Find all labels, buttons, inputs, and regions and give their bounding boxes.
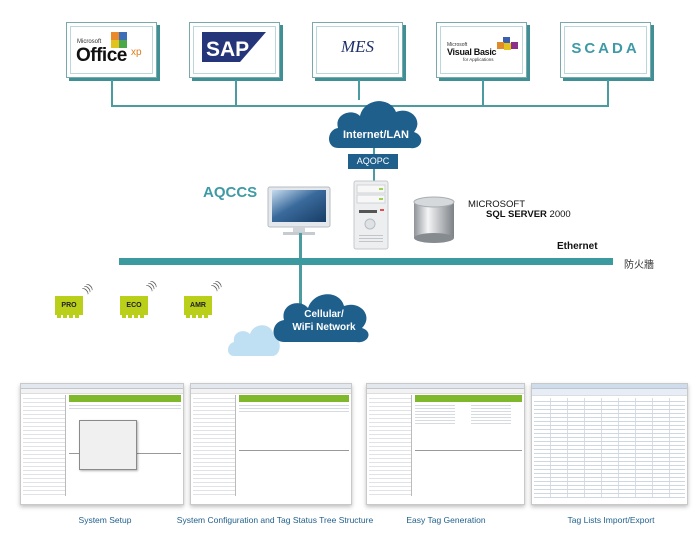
caption-system-setup: System Setup xyxy=(78,515,132,525)
office-microsoft-text: Microsoft xyxy=(77,39,102,45)
ethernet-bus-line xyxy=(119,258,613,265)
app-sap: SAP xyxy=(189,22,280,78)
internet-cloud-icon xyxy=(329,101,422,149)
tree-panel xyxy=(23,395,66,496)
spreadsheet-grid xyxy=(534,398,685,498)
panel-header xyxy=(69,395,181,402)
aqccs-label: AQCCS xyxy=(203,184,258,201)
device-eco: ECO xyxy=(120,296,148,318)
database-vendor-label: MICROSOFT xyxy=(468,199,525,210)
window-toolbar xyxy=(21,389,183,394)
screenshot-easy-tag-generation xyxy=(366,383,525,505)
app-office-xp: Microsoft Office xp xyxy=(66,22,157,78)
panel-divider xyxy=(415,450,522,451)
sap-logo-text: SAP xyxy=(206,38,249,61)
monitor-icon xyxy=(267,186,331,235)
window-titlebar xyxy=(191,384,351,389)
app-scada: SCADA xyxy=(560,22,651,78)
connector-sap xyxy=(235,80,237,106)
scada-label: SCADA xyxy=(571,40,640,57)
tag-list-left xyxy=(415,403,455,425)
screenshot-tag-lists-import-export xyxy=(531,383,688,505)
connector-mes xyxy=(358,80,360,100)
device-pins xyxy=(122,315,146,318)
cellular-cloud-line2: WiFi Network xyxy=(292,322,356,333)
table-rows xyxy=(69,403,181,409)
device-pro: PRO xyxy=(55,296,83,318)
tree-panel xyxy=(193,395,236,496)
window-toolbar xyxy=(367,389,524,394)
light-cloud-icon xyxy=(228,325,280,356)
device-eco-label: ECO xyxy=(126,302,142,309)
device-pins xyxy=(57,315,81,318)
office-xp-text: xp xyxy=(131,47,142,58)
cellular-cloud-line1: Cellular/ xyxy=(304,309,344,320)
ethernet-label: Ethernet xyxy=(557,241,598,252)
device-amr: AMR xyxy=(184,296,212,318)
wireless-signal-icon: ))) xyxy=(80,281,95,295)
database-icon xyxy=(413,196,455,243)
panel-header xyxy=(415,395,522,402)
panel-divider xyxy=(239,450,349,451)
office-wordmark: Office xyxy=(76,45,127,66)
cellular-cloud-label: Cellular/ WiFi Network xyxy=(282,308,366,334)
internet-cloud-label: Internet/LAN xyxy=(343,129,409,141)
window-titlebar xyxy=(21,384,183,389)
window-titlebar xyxy=(367,384,524,389)
app-vba: Microsoft Visual Basic for Applications xyxy=(436,22,527,78)
caption-system-configuration: System Configuration and Tag Status Tree… xyxy=(176,515,374,525)
vba-wordmark: Visual Basic xyxy=(447,47,497,57)
client-to-cellular-line xyxy=(299,233,302,325)
application-bus-line xyxy=(111,105,609,107)
sap-logo: SAP xyxy=(202,32,266,62)
cellular-cloud-icon xyxy=(273,294,369,343)
app-mes: MES xyxy=(312,22,403,78)
database-product-label: SQL SERVER 2000 xyxy=(486,209,571,220)
wireless-signal-icon: ))) xyxy=(209,278,224,292)
vba-cubes-icon xyxy=(497,37,518,50)
table-rows xyxy=(239,403,349,412)
window-toolbar xyxy=(191,389,351,394)
firewall-label: 防火牆 xyxy=(624,260,654,271)
window-titlebar xyxy=(532,384,687,389)
tag-list-right xyxy=(471,403,511,425)
wireless-signal-icon: ))) xyxy=(144,278,159,292)
vba-microsoft-text: Microsoft xyxy=(447,42,468,48)
screenshot-system-configuration xyxy=(190,383,352,505)
mes-label: MES xyxy=(340,37,375,56)
connector-scada xyxy=(607,80,609,106)
settings-dialog xyxy=(79,420,137,470)
database-product-name: SQL SERVER xyxy=(486,209,547,220)
connector-vba xyxy=(482,80,484,106)
device-pro-label: PRO xyxy=(61,302,77,309)
caption-tag-lists-import-export: Tag Lists Import/Export xyxy=(567,515,655,525)
aqopc-label: AQOPC xyxy=(348,154,398,169)
device-pins xyxy=(186,315,210,318)
database-version: 2000 xyxy=(549,209,571,220)
spreadsheet-ribbon xyxy=(532,389,687,396)
device-amr-label: AMR xyxy=(190,302,206,309)
tree-panel xyxy=(369,395,412,496)
panel-header xyxy=(239,395,349,402)
connector-office xyxy=(111,80,113,106)
cloud-to-opc-line xyxy=(373,148,375,156)
vba-subtitle: for Applications xyxy=(463,57,494,62)
server-tower-icon xyxy=(353,180,389,250)
caption-easy-tag-generation: Easy Tag Generation xyxy=(406,515,486,525)
office-puzzle-icon xyxy=(111,32,127,48)
opc-to-server-line xyxy=(373,169,375,181)
screenshot-system-setup xyxy=(20,383,184,505)
